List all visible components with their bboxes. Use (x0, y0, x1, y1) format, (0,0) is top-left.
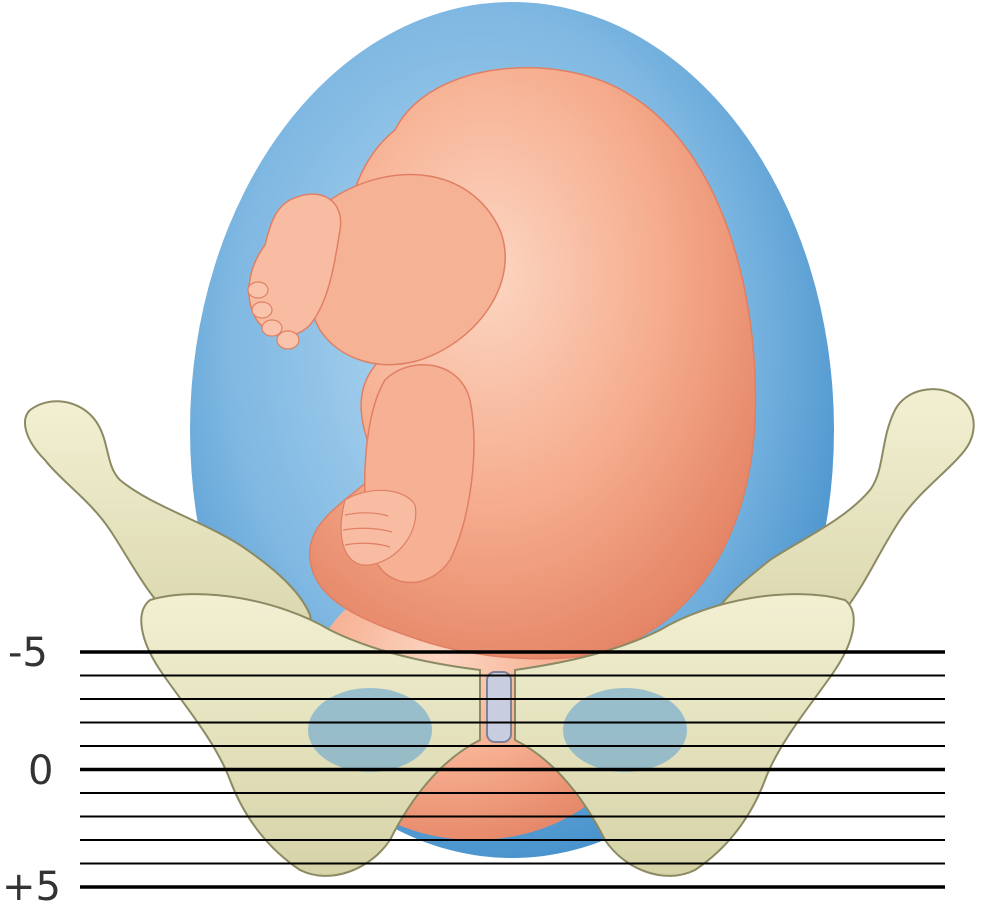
pubic-symphysis (487, 672, 511, 742)
station-label-plus-5: +5 (2, 864, 61, 910)
obturator-foramen-right (563, 688, 687, 772)
station-label-zero: 0 (28, 748, 53, 794)
obturator-foramen-left (308, 688, 432, 772)
station-label-minus-5: -5 (8, 630, 48, 676)
